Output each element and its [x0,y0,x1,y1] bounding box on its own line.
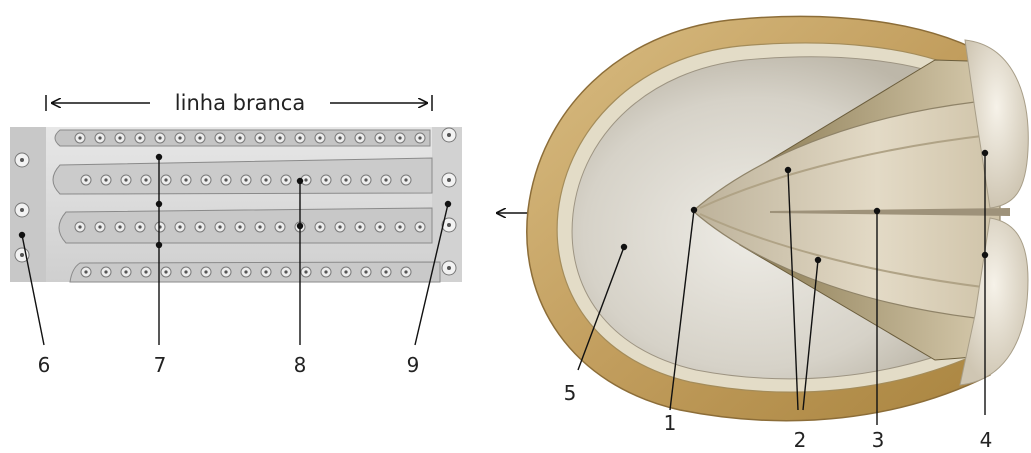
horn-tubule-center [398,225,401,228]
horn-tubule-center [104,178,107,181]
horn-tubule-center [364,270,367,273]
horn-tubule-center [118,225,121,228]
callout-5: 5 [564,381,577,405]
horn-tubule-center [164,270,167,273]
horn-tubule-center [78,225,81,228]
horn-tubule-center [418,136,421,139]
horn-tubule-center [178,136,181,139]
horn-tubule-center [204,270,207,273]
horn-tubule-center [84,178,87,181]
horn-tubule-center [404,270,407,273]
horn-tubule-center [358,136,361,139]
hoof-sole-view: 1 2 3 4 5 [527,16,1028,452]
callout-1: 1 [664,411,677,435]
horn-tubule-center [384,178,387,181]
horn-tubule-center [78,136,81,139]
horn-tubule-center [184,178,187,181]
horn-tubule-center [118,136,121,139]
white-line-detail: linha branca 6 7 8 [10,91,462,377]
horn-tubule-center [264,178,267,181]
horn-tubule-center [278,136,281,139]
horn-tubule-center [378,136,381,139]
horn-tubule-center [178,225,181,228]
horn-tubule-center [404,178,407,181]
horn-tubule-center [318,136,321,139]
horn-tubule-center [218,136,221,139]
callout-2: 2 [794,428,807,452]
horn-tubule-center [218,225,221,228]
horn-tubule-center [104,270,107,273]
callout-4: 4 [980,428,993,452]
horn-tubule-center [344,270,347,273]
horn-tubule-center [144,270,147,273]
horn-tubule-center [238,225,241,228]
horn-tubule-center [184,270,187,273]
horn-tubule-center [244,178,247,181]
horn-tubule-center [158,136,161,139]
horn-tubule-center [124,178,127,181]
horn-tubule-center [198,136,201,139]
horn-tubule-center [304,178,307,181]
callout-6: 6 [38,353,51,377]
horn-tubule-center [324,270,327,273]
horn-tubule-center [324,178,327,181]
horn-tubule-center [338,136,341,139]
horn-tubule-center [98,136,101,139]
horn-tubule-center [238,136,241,139]
horn-tubule-center [138,136,141,139]
horn-tubule-center [278,225,281,228]
horn-tubule-center [298,136,301,139]
horn-tubule-center [284,178,287,181]
horn-tubule-center [98,225,101,228]
callout-9: 9 [407,353,420,377]
horn-tubule-center [84,270,87,273]
horn-tubule-center [138,225,141,228]
horn-tubule-center [284,270,287,273]
horn-tubule-center [198,225,201,228]
horn-tubule-center [338,225,341,228]
horn-tubule-center [418,225,421,228]
callout-3: 3 [872,428,885,452]
horn-tubule-center [384,270,387,273]
horn-tubule-center [258,225,261,228]
horn-tubule-center [378,225,381,228]
horn-tubule-center [124,270,127,273]
horn-tubule-center [224,270,227,273]
horn-tubule-center [204,178,207,181]
horn-tubule-center [164,178,167,181]
white-line-label: linha branca [175,91,305,115]
horn-tubule-center [358,225,361,228]
tissue-block [10,127,462,282]
horn-tubule-center [304,270,307,273]
horn-tubule-center [258,136,261,139]
horn-tubule-center [224,178,227,181]
callout-8: 8 [294,353,307,377]
horn-tubule-center [264,270,267,273]
horn-tubule-center [144,178,147,181]
horn-tubule-center [364,178,367,181]
horn-tubule-center [244,270,247,273]
callout-7: 7 [154,353,167,377]
horn-tubule-center [344,178,347,181]
horn-tubule-center [318,225,321,228]
horn-tubule-center [398,136,401,139]
